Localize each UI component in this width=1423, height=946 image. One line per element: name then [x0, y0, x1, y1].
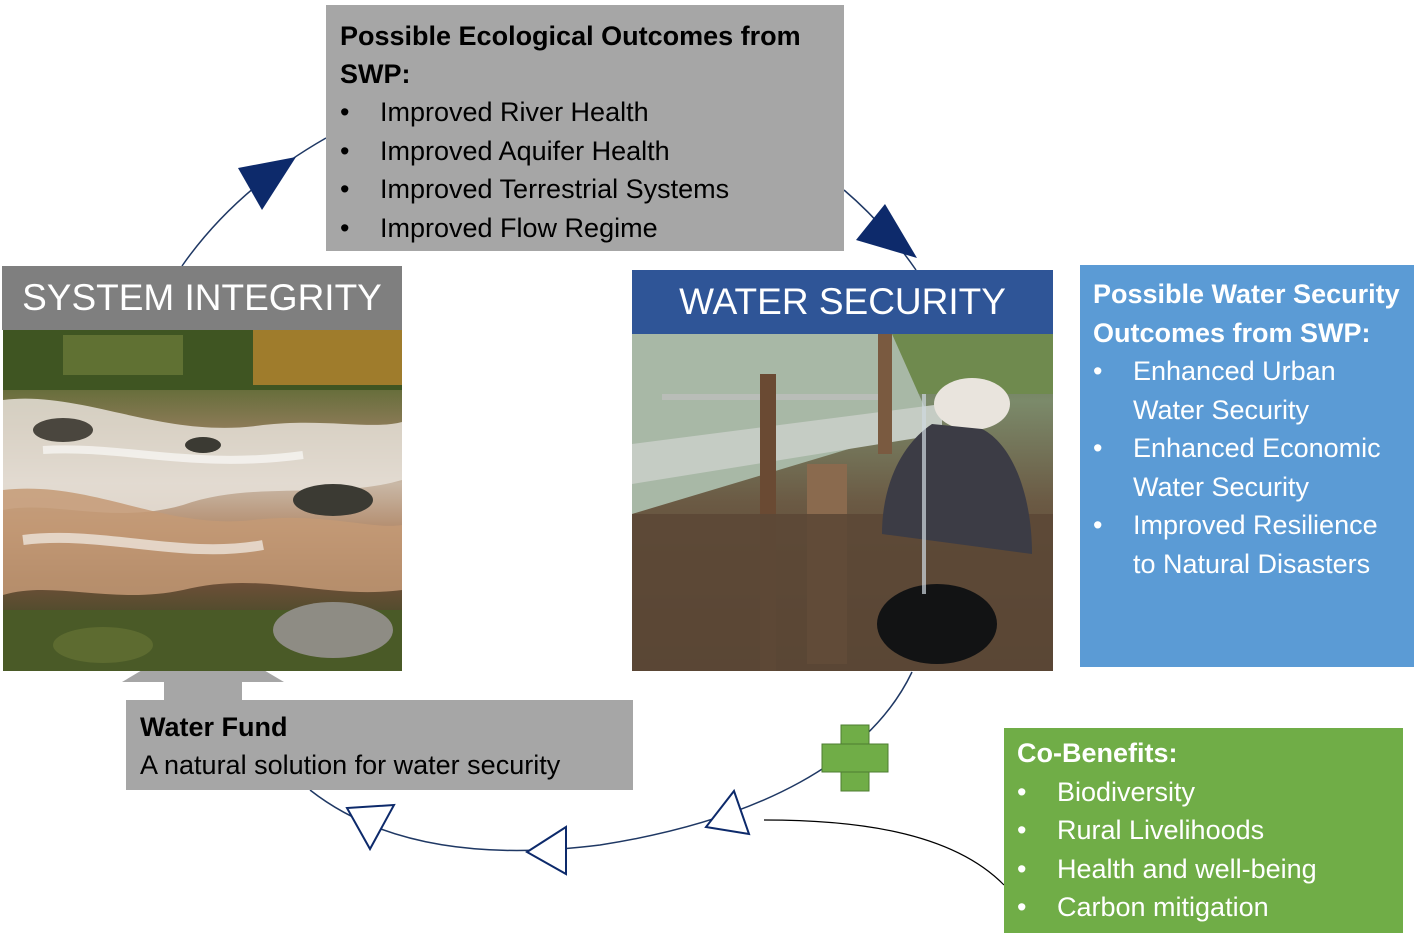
ecological-outcomes-title: Possible Ecological Outcomes from SWP: — [340, 17, 830, 93]
list-item: •Biodiversity — [1017, 773, 1390, 812]
open-arrowhead-1 — [706, 791, 749, 834]
water-security-outcomes-title: Possible Water Security Outcomes from SW… — [1093, 275, 1402, 352]
water-tap-photo — [632, 334, 1053, 671]
river-photo — [3, 330, 402, 671]
co-benefits-title: Co-Benefits: — [1017, 734, 1390, 773]
bullet-icon: • — [1017, 773, 1026, 812]
arrowhead-up-right — [238, 157, 296, 210]
system-integrity-header: SYSTEM INTEGRITY — [2, 266, 402, 330]
arrowhead-down-right — [856, 204, 917, 258]
bullet-icon: • — [340, 170, 349, 209]
bullet-icon: • — [1093, 506, 1102, 545]
ecological-outcomes-list: •Improved River Health •Improved Aquifer… — [340, 93, 830, 247]
water-security-outcomes-list: •Enhanced Urban Water Security •Enhanced… — [1093, 352, 1402, 583]
bullet-icon: • — [1093, 429, 1102, 468]
water-tap-photo-illustration — [632, 334, 1053, 671]
water-fund-subtitle: A natural solution for water security — [140, 746, 619, 784]
connector-cobenefits — [764, 820, 1004, 885]
co-benefits-list: •Biodiversity •Rural Livelihoods •Health… — [1017, 773, 1390, 927]
ecological-outcomes-box: Possible Ecological Outcomes from SWP: •… — [326, 5, 844, 251]
plus-icon — [822, 725, 888, 791]
bullet-icon: • — [1017, 811, 1026, 850]
open-arrowhead-3 — [347, 805, 394, 849]
list-item: •Carbon mitigation — [1017, 888, 1390, 927]
list-item: •Enhanced Urban Water Security — [1093, 352, 1402, 429]
bullet-icon: • — [340, 132, 349, 171]
list-item: •Improved Flow Regime — [340, 209, 830, 248]
water-security-header: WATER SECURITY — [632, 270, 1053, 334]
co-benefits-box: Co-Benefits: •Biodiversity •Rural Liveli… — [1004, 728, 1403, 933]
list-item: •Improved Terrestrial Systems — [340, 170, 830, 209]
list-item: •Improved Resilience to Natural Disaster… — [1093, 506, 1402, 583]
water-security-outcomes-box: Possible Water Security Outcomes from SW… — [1080, 265, 1414, 667]
list-item: •Improved River Health — [340, 93, 830, 132]
bullet-icon: • — [340, 209, 349, 248]
water-fund-title: Water Fund — [140, 708, 619, 746]
bullet-icon: • — [340, 93, 349, 132]
connector-system-to-eco — [182, 138, 326, 266]
water-fund-box: Water Fund A natural solution for water … — [126, 700, 633, 790]
bullet-icon: • — [1017, 850, 1026, 889]
river-photo-illustration — [3, 330, 402, 671]
list-item: •Improved Aquifer Health — [340, 132, 830, 171]
open-arrowhead-2 — [527, 827, 566, 874]
bullet-icon: • — [1093, 352, 1102, 391]
list-item: •Rural Livelihoods — [1017, 811, 1390, 850]
list-item: •Enhanced Economic Water Security — [1093, 429, 1402, 506]
list-item: •Health and well-being — [1017, 850, 1390, 889]
bullet-icon: • — [1017, 888, 1026, 927]
